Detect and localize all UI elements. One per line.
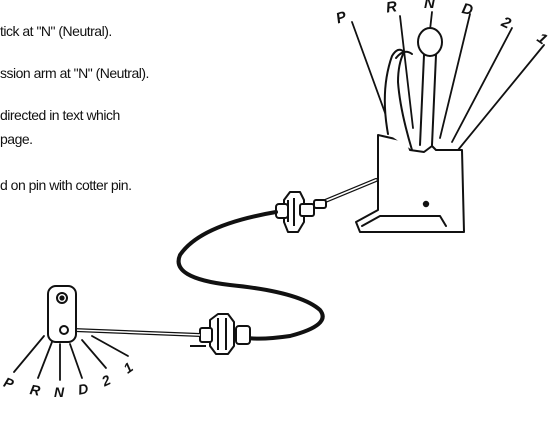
shifter-position-lines (351, 11, 545, 151)
shift-lever (383, 48, 413, 151)
shift-cable (176, 210, 325, 341)
trans-label-2: 2 (98, 371, 113, 389)
shifter-knob (417, 27, 443, 57)
trans-label-r: R (29, 381, 43, 399)
cable-rod (73, 328, 201, 337)
shifter-label-p: P (334, 8, 350, 28)
upper-cable-bracket (275, 191, 327, 233)
instruction-line-1: tick at "N" (Neutral). (0, 23, 112, 39)
shifter-label-n: N (424, 0, 436, 12)
shifter-label-r: R (385, 0, 398, 17)
instruction-line-5: d on pin with cotter pin. (0, 177, 132, 193)
transmission-arm (47, 285, 77, 343)
trans-label-1: 1 (120, 359, 136, 377)
instruction-line-2: ssion arm at "N" (Neutral). (0, 65, 149, 81)
trans-label-d: D (77, 380, 90, 398)
trans-label-p: P (2, 374, 17, 392)
shift-lever-assembly (316, 11, 545, 233)
instruction-line-4: page. (0, 131, 33, 147)
shifter-label-1: 1 (534, 30, 551, 49)
shifter-label-d: D (460, 0, 474, 19)
instruction-line-3: directed in text which (0, 107, 120, 123)
transmission-position-lines (13, 335, 129, 381)
transmission-position-labels: P R N D 2 1 (2, 359, 136, 400)
lower-cable-bracket (190, 313, 251, 355)
trans-label-n: N (54, 384, 65, 400)
